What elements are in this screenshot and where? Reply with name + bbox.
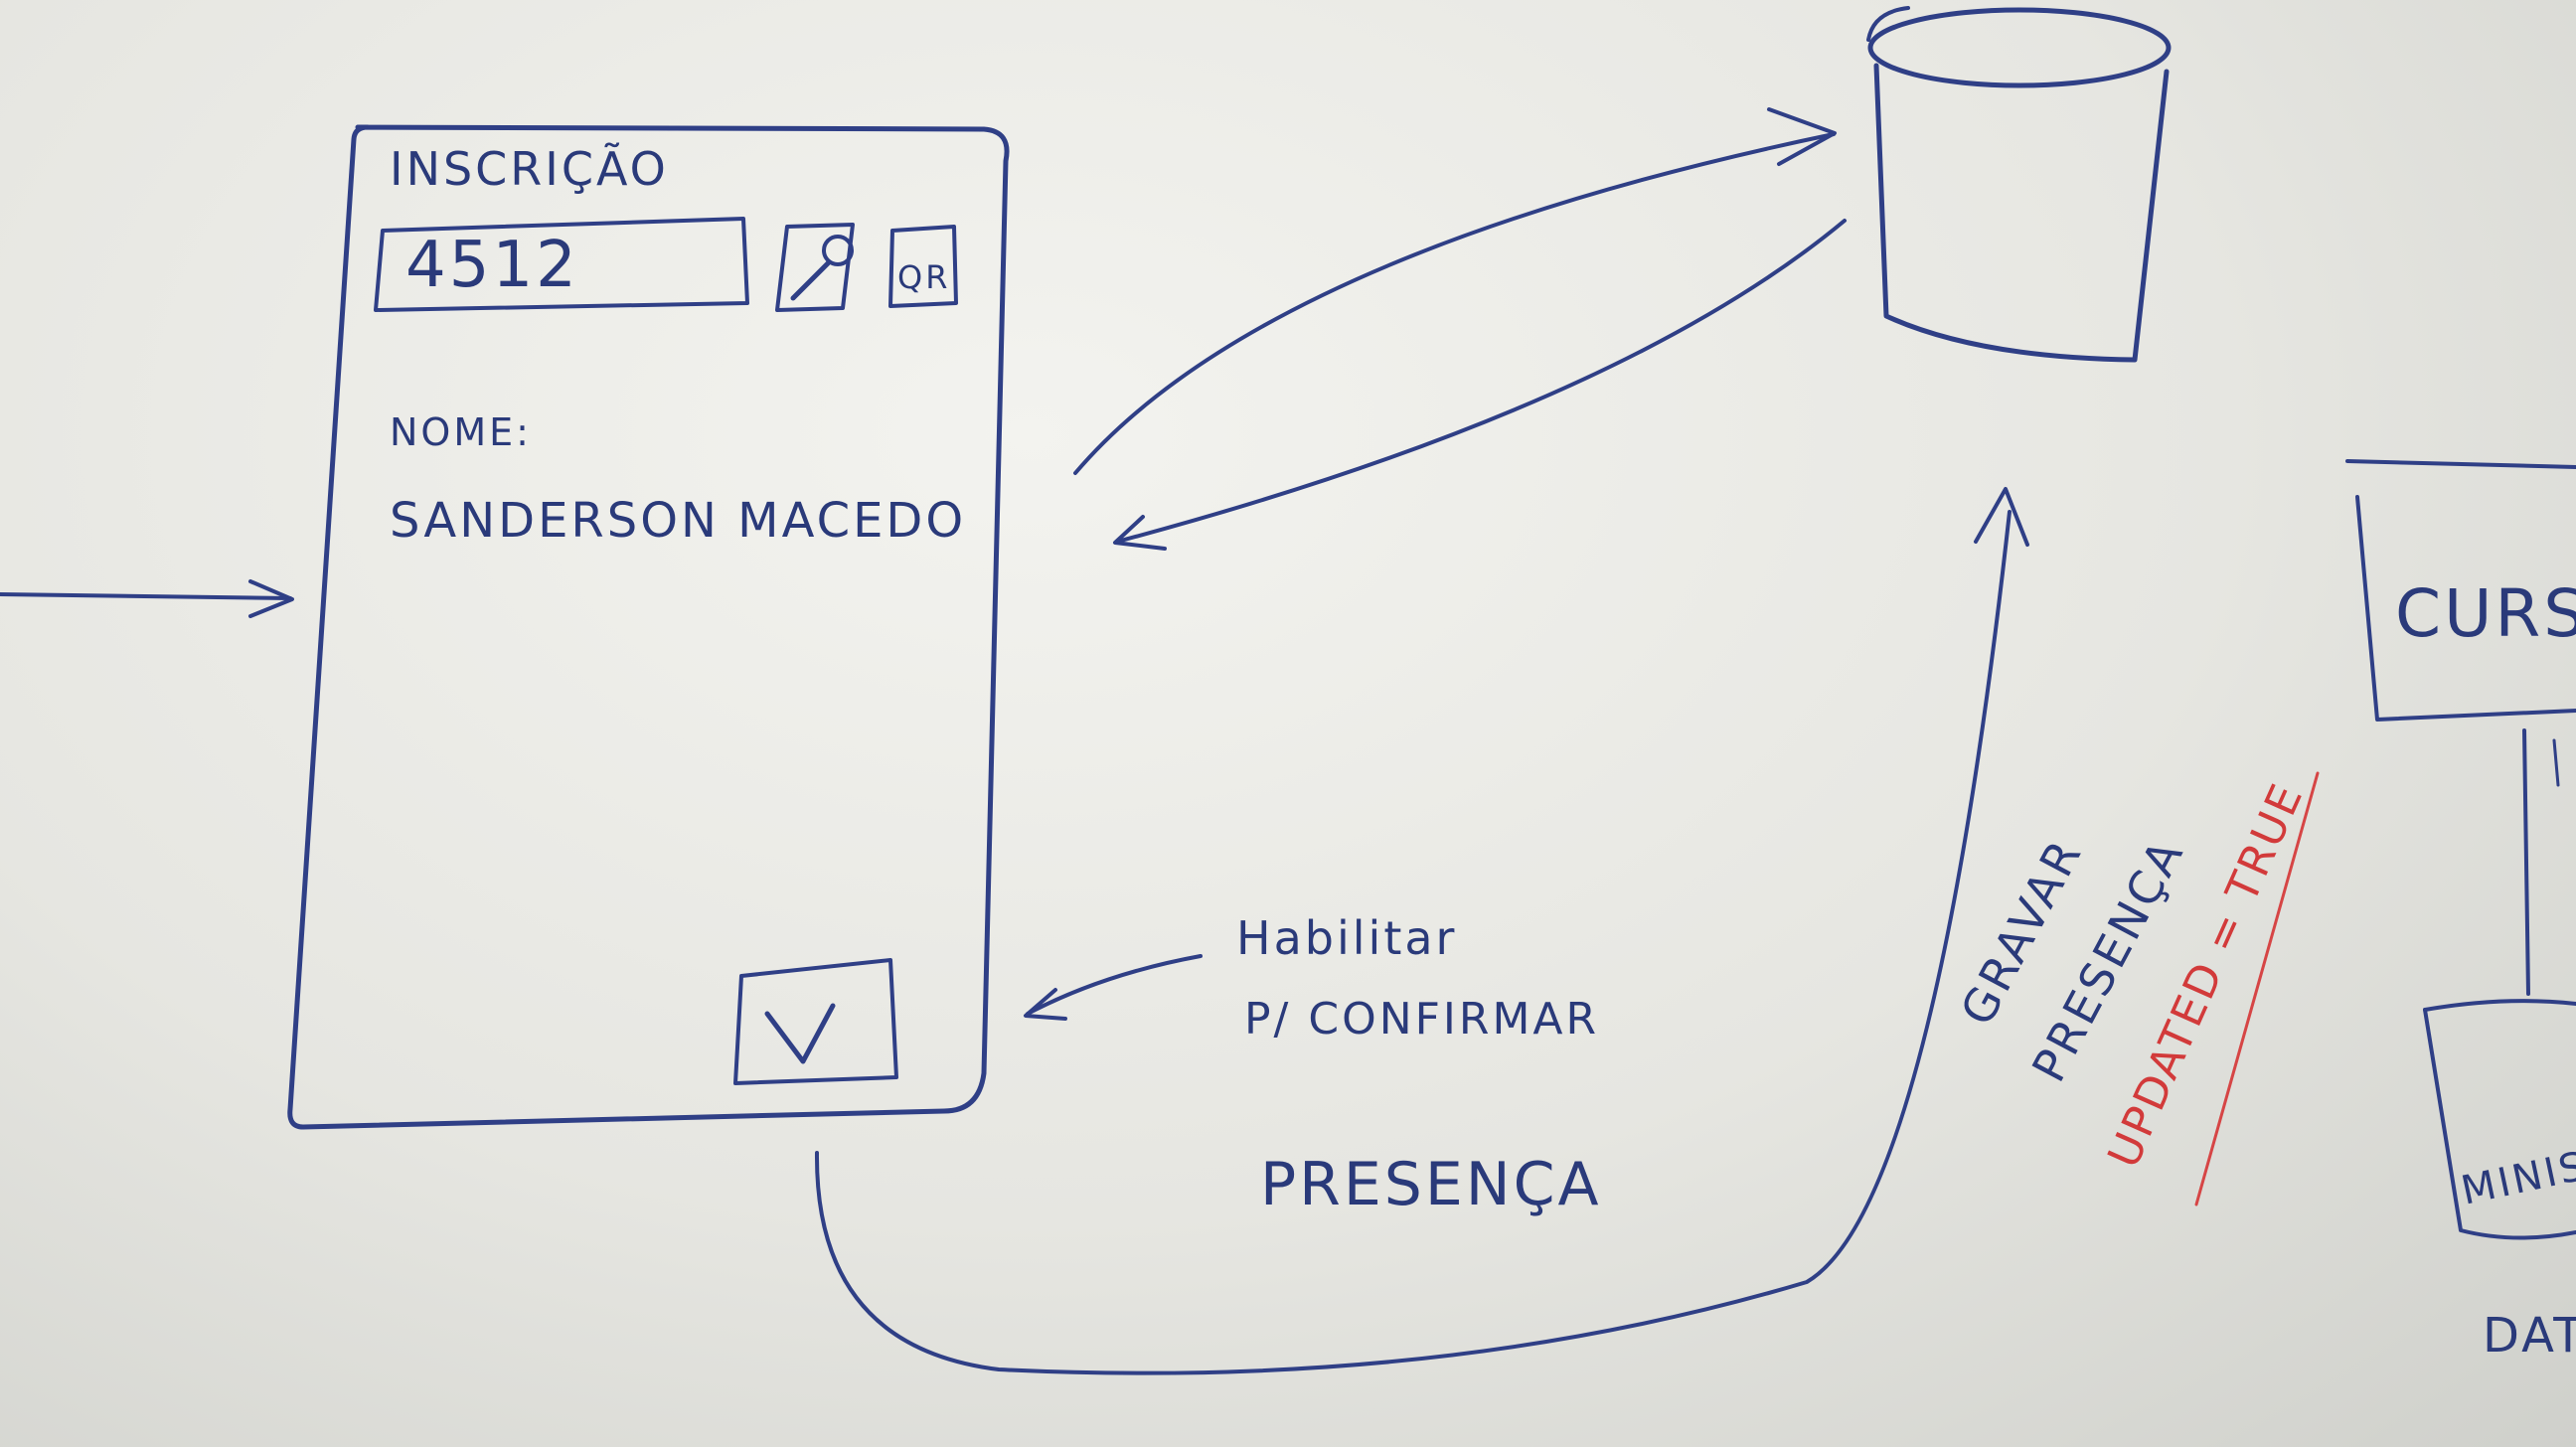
- incoming-arrow: [0, 579, 294, 618]
- phone-screen[interactable]: INSCRIÇÃO 4512 QR NOME: SANDERSON MACEDO: [287, 124, 1010, 1130]
- response-arrow: [1113, 219, 1847, 551]
- presence-label: PRESENÇA: [1260, 1150, 1602, 1219]
- enable-label-line1: Habilitar: [1236, 911, 1457, 965]
- registration-value: 4512: [405, 229, 579, 302]
- course-label: CURS: [2395, 575, 2576, 652]
- search-button[interactable]: [775, 223, 855, 312]
- enable-arrow: [1024, 954, 1203, 1021]
- database-icon: [1866, 6, 2172, 363]
- date-label: DAT: [2483, 1308, 2576, 1364]
- save-arrow: [814, 487, 2029, 1375]
- request-arrow: [1073, 107, 1837, 475]
- updated-flag-label: UPDATED = TRUE: [2098, 775, 2313, 1175]
- check-icon: [764, 1003, 836, 1064]
- registration-input[interactable]: 4512: [374, 217, 749, 312]
- confirm-button[interactable]: [733, 958, 898, 1085]
- name-label: NOME:: [390, 410, 532, 454]
- mini-database-label: MINIS: [2458, 1143, 2576, 1214]
- enable-label-line2: P/ CONFIRMAR: [1244, 994, 1599, 1045]
- screen-title: INSCRIÇÃO: [390, 142, 669, 196]
- mini-database-icon: MINIS: [2423, 999, 2576, 1240]
- connector-lines: [2522, 728, 2560, 996]
- name-value: SANDERSON MACEDO: [390, 493, 966, 549]
- qr-button[interactable]: QR: [888, 225, 958, 308]
- course-box: CURS: [2345, 459, 2576, 722]
- search-icon: [790, 235, 854, 301]
- qr-button-label: QR: [897, 258, 950, 296]
- red-strike-line: [2194, 771, 2320, 1206]
